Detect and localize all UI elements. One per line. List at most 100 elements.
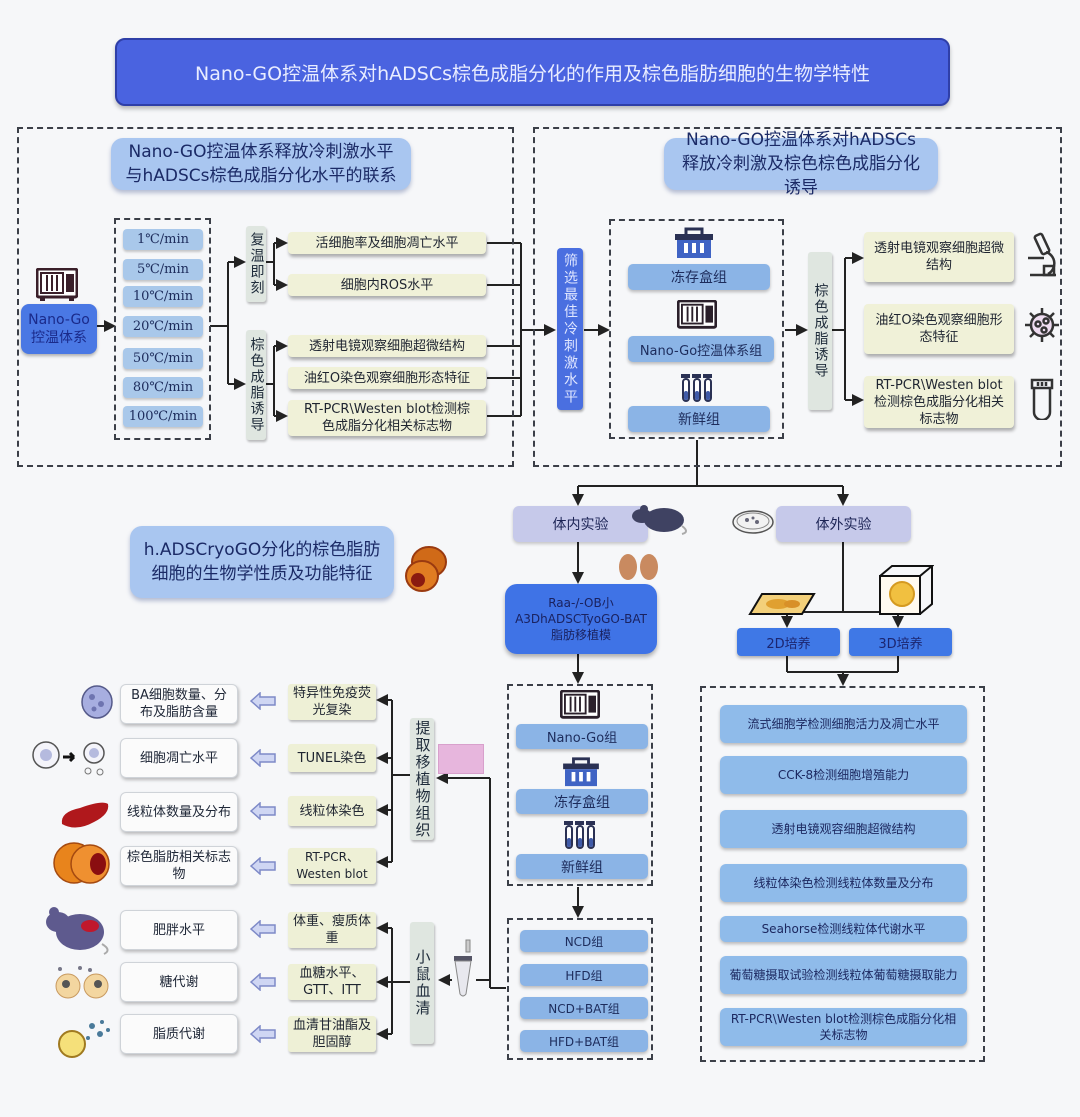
vitro-test-item: 线粒体染色检测线粒体数量及分布: [720, 864, 967, 902]
vitro-test-item: RT-PCR\Westen blot检测棕色成脂分化相关标志物: [720, 1008, 967, 1046]
serum-method-item: 血清甘油酯及胆固醇: [288, 1016, 376, 1052]
vitro-test-item: CCK-8检测细胞增殖能力: [720, 756, 967, 794]
test-tubes-icon: [680, 373, 714, 403]
rate-item: 1℃/min: [123, 229, 203, 250]
in-vitro-box: 体外实验: [776, 506, 911, 542]
diet-group-item: NCD组: [520, 930, 648, 952]
tissue-outcome-item: 棕色脂肪相关标志物: [120, 846, 238, 886]
apoptosis-icon: [30, 735, 112, 781]
rate-item: 20℃/min: [123, 316, 203, 337]
tissue-outcome-item: 线粒体数量及分布: [120, 792, 238, 832]
obese-mouse-icon: [44, 904, 114, 956]
microwave-icon: [559, 689, 601, 722]
rate-item: 5℃/min: [123, 259, 203, 280]
main-title: Nano-GO控温体系对hADSCs棕色成脂分化的作用及棕色脂肪细胞的生物学特性: [115, 38, 950, 106]
group-item: 冻存盒组: [628, 264, 770, 290]
serum-method-item: 血糖水平、GTT、ITT: [288, 964, 376, 1000]
fat-tissue-icon: [616, 552, 662, 582]
vivo-group-item: Nano-Go组: [516, 724, 648, 749]
serum-outcome-item: 肥胖水平: [120, 910, 238, 950]
glucose-metabolism-icon: [50, 964, 114, 1000]
culture-2d-box: 2D培养: [737, 628, 840, 656]
microwave-icon: [35, 267, 79, 302]
rate-item: 10℃/min: [123, 286, 203, 307]
brown-fat-cell-icon: [52, 840, 112, 886]
ba-cell-icon: [80, 684, 114, 720]
left-arrow-icon: [250, 692, 276, 710]
groups-frame: [609, 219, 784, 439]
mitochondria-icon: [58, 798, 112, 832]
in-vivo-box: 体内实验: [513, 506, 648, 542]
section3-title: h.ADSCryoGO分化的棕色脂肪细胞的生物学性质及功能特征: [130, 526, 394, 598]
rewarm-item: 活细胞率及细胞凋亡水平: [288, 232, 486, 254]
induce-item: 透射电镜观察细胞超微结构: [288, 335, 486, 357]
serum-outcome-item: 脂质代谢: [120, 1014, 238, 1054]
2d-culture-icon: [748, 592, 816, 616]
rates-frame: [114, 218, 211, 440]
section2-frame: [533, 127, 1062, 467]
group-item: Nano-Go控温体系组: [628, 336, 774, 362]
rate-item: 80℃/min: [123, 377, 203, 398]
microscope-icon: [1024, 232, 1060, 278]
tissue-method-item: 特异性免疫荧光复染: [288, 684, 376, 720]
mouse-serum-label: 小鼠血清: [410, 922, 434, 1044]
tissue-method-item: TUNEL染色: [288, 744, 376, 772]
nano-go-system-box: Nano-Go 控温体系: [21, 304, 97, 354]
group-item: 新鲜组: [628, 406, 770, 432]
eppendorf-tube-icon: [452, 938, 474, 1000]
rate-item: 50℃/min: [123, 348, 203, 369]
left-arrow-icon: [250, 802, 276, 820]
cryo-box-icon: [562, 756, 600, 788]
tissue-method-item: 线粒体染色: [288, 796, 376, 826]
mouse-icon: [630, 502, 692, 536]
sample-tube-icon: [1030, 378, 1054, 422]
vitro-test-item: 葡萄糖摄取试验检测线粒体葡萄糖摄取能力: [720, 956, 967, 994]
group-induce-label: 棕色成脂诱导: [246, 330, 266, 440]
brown-fat-cell-icon: [404, 545, 448, 593]
culture-3d-box: 3D培养: [849, 628, 952, 656]
left-arrow-icon: [250, 920, 276, 938]
transplant-model-box: Raa-/-OB小 A3DhADSCTyoGO-BAT 脂肪移植模: [505, 584, 657, 654]
tissue-slide-icon: [438, 744, 484, 774]
vitro-test-item: 流式细胞学检测细胞活力及凋亡水平: [720, 705, 967, 743]
induce-item: RT-PCR\Westen blot检测棕色成脂分化相关标志物: [288, 400, 486, 436]
result-item: 透射电镜观察细胞超微结构: [864, 232, 1014, 282]
vitro-test-item: 透射电镜观容细胞超微结构: [720, 810, 967, 848]
screen-level-label: 筛选最佳冷刺激水平: [557, 248, 583, 410]
vitro-test-item: Seahorse检测线粒体代谢水平: [720, 916, 967, 942]
rewarm-item: 细胞内ROS水平: [288, 274, 486, 296]
tissue-outcome-item: BA细胞数量、分布及脂肪含量: [120, 684, 238, 724]
diet-groups-frame: [507, 918, 653, 1060]
vivo-groups-frame: [507, 684, 653, 886]
petri-dish-icon: [730, 508, 776, 538]
group-rewarm-label: 复温即刻: [246, 226, 266, 302]
test-tubes-icon: [563, 820, 597, 850]
left-arrow-icon: [250, 749, 276, 767]
serum-outcome-item: 糖代谢: [120, 962, 238, 1002]
cell-icon: [1023, 306, 1061, 344]
3d-culture-icon: [878, 564, 935, 616]
lipid-metabolism-icon: [56, 1016, 114, 1060]
vivo-group-item: 冻存盒组: [516, 789, 648, 814]
rate-item: 100℃/min: [123, 406, 203, 427]
diet-group-item: HFD+BAT组: [520, 1030, 648, 1052]
diet-group-item: NCD+BAT组: [520, 997, 648, 1019]
vivo-group-item: 新鲜组: [516, 854, 648, 879]
diet-group-item: HFD组: [520, 964, 648, 986]
result-item: 油红O染色观察细胞形态特征: [864, 304, 1014, 354]
section1-frame: [17, 127, 514, 467]
result-item: RT-PCR\Westen blot检测棕色成脂分化相关标志物: [864, 376, 1014, 428]
serum-method-item: 体重、瘦质体重: [288, 912, 376, 948]
tissue-extract-label: 提取移植物组织: [410, 718, 434, 840]
brown-induce-label: 棕色成脂诱导: [808, 252, 832, 410]
induce-item: 油红O染色观察细胞形态特征: [288, 367, 486, 389]
left-arrow-icon: [250, 973, 276, 991]
left-arrow-icon: [250, 1025, 276, 1043]
microwave-icon: [676, 299, 718, 332]
tissue-outcome-item: 细胞凋亡水平: [120, 738, 238, 778]
tissue-method-item: RT-PCR、Westen blot: [288, 848, 376, 884]
section2-title: Nano-GO控温体系对hADSCs释放冷刺激及棕色棕色成脂分化诱导: [664, 130, 938, 198]
left-arrow-icon: [250, 857, 276, 875]
section1-title: Nano-GO控温体系释放冷刺激水平 与hADSCs棕色成脂分化水平的联系: [111, 138, 411, 190]
cryo-box-icon: [674, 226, 714, 260]
